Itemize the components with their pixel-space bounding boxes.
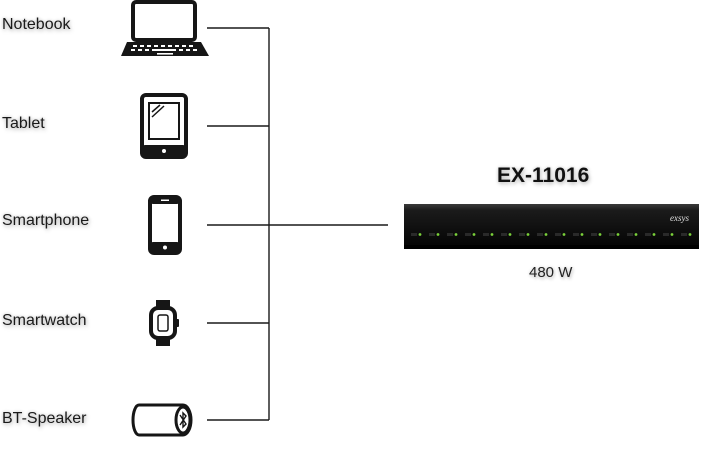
device-label-bt-speaker: BT-Speaker: [2, 410, 87, 427]
usb-port: [555, 233, 561, 236]
tablet-icon: [140, 93, 190, 161]
usb-port: [645, 233, 651, 236]
port-led: [472, 233, 476, 236]
port-led: [436, 233, 440, 236]
device-label-notebook: Notebook: [2, 16, 71, 33]
port-led: [418, 233, 422, 236]
port-led: [544, 233, 548, 236]
port-led: [490, 233, 494, 236]
usb-port: [411, 233, 417, 236]
usb-port: [681, 233, 687, 236]
usb-port: [663, 233, 669, 236]
port-led: [526, 233, 530, 236]
usb-port: [447, 233, 453, 236]
device-label-smartphone: Smartphone: [2, 212, 90, 229]
port-led: [670, 233, 674, 236]
port-led: [634, 233, 638, 236]
usb-port: [501, 233, 507, 236]
usb-port: [465, 233, 471, 236]
hub-power-rating: 480 W: [529, 264, 573, 281]
smartphone-icon: [148, 195, 182, 257]
exsys-logo-text: exsys: [670, 213, 689, 223]
port-led: [562, 233, 566, 236]
device-label-tablet: Tablet: [2, 115, 45, 132]
smartwatch-icon: [148, 300, 182, 346]
exsys-logo: exsys: [670, 213, 689, 223]
usb-port: [609, 233, 615, 236]
port-led: [508, 233, 512, 236]
port-led: [454, 233, 458, 236]
bluetooth-speaker-icon: [131, 402, 195, 438]
usb-port: [483, 233, 489, 236]
port-led: [580, 233, 584, 236]
usb-port: [537, 233, 543, 236]
device-label-smartwatch: Smartwatch: [2, 312, 87, 329]
port-led: [652, 233, 656, 236]
hub-model-title: EX-11016: [497, 164, 590, 187]
usb-port: [591, 233, 597, 236]
usb-port: [573, 233, 579, 236]
port-led: [616, 233, 620, 236]
usb-charging-hub: exsys: [402, 203, 702, 256]
usb-port: [627, 233, 633, 236]
usb-port: [519, 233, 525, 236]
laptop-icon: [121, 0, 211, 60]
port-led: [688, 233, 692, 236]
port-led: [598, 233, 602, 236]
usb-port: [429, 233, 435, 236]
